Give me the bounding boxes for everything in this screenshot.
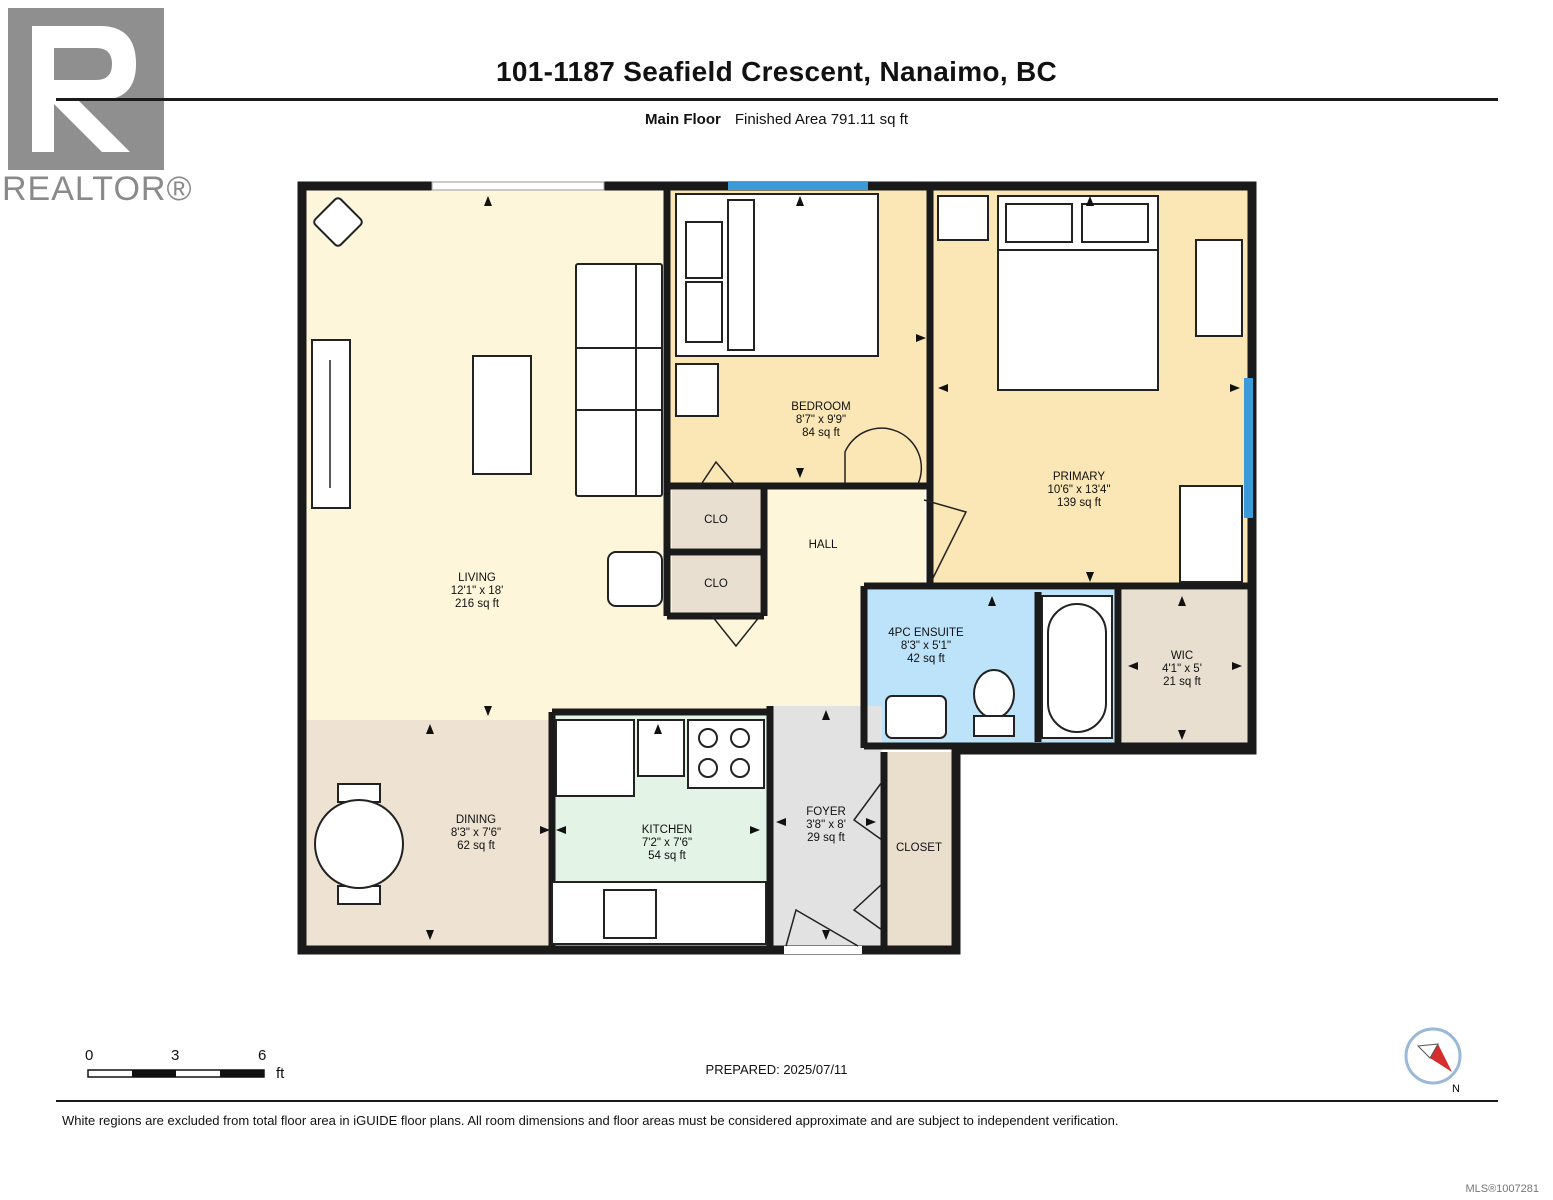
wic-name: WIC (1171, 650, 1193, 662)
scale-label-3: 3 (171, 1047, 180, 1064)
foyer-name: FOYER (806, 806, 846, 818)
living-name: LIVING (458, 572, 496, 584)
room-clo1-fill (672, 490, 760, 548)
room-wic-fill (1122, 590, 1248, 746)
living-area: 216 sq ft (455, 598, 500, 610)
floor-summary: Main Floor Finished Area 791.11 sq ft (0, 111, 1553, 128)
primary-name: PRIMARY (1053, 471, 1106, 483)
compass-icon: N (1404, 1027, 1462, 1095)
kitchen-area: 54 sq ft (648, 850, 687, 862)
hall-name: HALL (809, 539, 838, 551)
kitchen-name: KITCHEN (642, 824, 692, 836)
living-dims: 12'1" x 18' (451, 585, 504, 597)
prepared-date: PREPARED: 2025/07/11 (705, 1062, 848, 1077)
door-swings (699, 427, 968, 947)
window-bedroom (728, 182, 868, 190)
finished-area: Finished Area 791.11 sq ft (734, 111, 908, 128)
primary-furniture (937, 195, 1243, 583)
kitchen-dims: 7'2" x 7'6" (642, 837, 692, 849)
primary-area: 139 sq ft (1057, 497, 1102, 509)
clo2-name: CLO (704, 578, 728, 590)
wic-area: 21 sq ft (1163, 676, 1202, 688)
clo1-name: CLO (704, 514, 728, 526)
realtor-wordmark: REALTOR® (2, 170, 193, 208)
scale-label-0: 0 (85, 1047, 94, 1064)
ensuite-area: 42 sq ft (907, 653, 946, 665)
primary-dims: 10'6" x 13'4" (1047, 484, 1110, 496)
dining-name: DINING (456, 814, 496, 826)
ensuite-name: 4PC ENSUITE (888, 627, 964, 639)
ensuite-dims: 8'3" x 5'1" (901, 640, 951, 652)
dimension-markers (426, 196, 1242, 940)
page-title: 101-1187 Seafield Crescent, Nanaimo, BC (495, 56, 1058, 87)
dining-table (314, 783, 404, 905)
floor-name: Main Floor (645, 111, 721, 128)
mls-number: MLS®1007281 (1465, 1183, 1539, 1195)
scale-bar (87, 1069, 265, 1078)
bedroom-furniture (675, 193, 879, 417)
foyer-dims: 3'8" x 8' (806, 819, 846, 831)
outer-walls (297, 181, 1257, 955)
bedroom-dims: 8'7" x 9'9" (796, 414, 846, 426)
sliding-door-living (431, 181, 605, 191)
interior-walls (548, 186, 1252, 950)
scale-label-6: 6 (258, 1047, 267, 1064)
scale-unit: ft (276, 1065, 285, 1082)
foyer-doorway (784, 946, 862, 954)
disclaimer: White regions are excluded from total fl… (62, 1113, 1119, 1128)
realtor-logo (8, 8, 164, 170)
foyer-area: 29 sq ft (807, 832, 846, 844)
kitchen-fixtures (551, 719, 767, 945)
living-furniture (311, 197, 663, 607)
footer-divider (56, 1100, 1498, 1102)
dining-dims: 8'3" x 7'6" (451, 827, 501, 839)
closet-name: CLOSET (896, 842, 942, 854)
room-clo2-fill (672, 556, 760, 614)
header-divider (56, 98, 1498, 101)
room-closet-fill (886, 752, 954, 946)
bedroom-area: 84 sq ft (802, 427, 841, 439)
window-primary (1244, 378, 1253, 518)
compass-north-label: N (1452, 1083, 1460, 1095)
bedroom-name: BEDROOM (791, 401, 850, 413)
dining-area: 62 sq ft (457, 840, 496, 852)
wic-dims: 4'1" x 5' (1162, 663, 1202, 675)
ensuite-fixtures (885, 595, 1113, 739)
